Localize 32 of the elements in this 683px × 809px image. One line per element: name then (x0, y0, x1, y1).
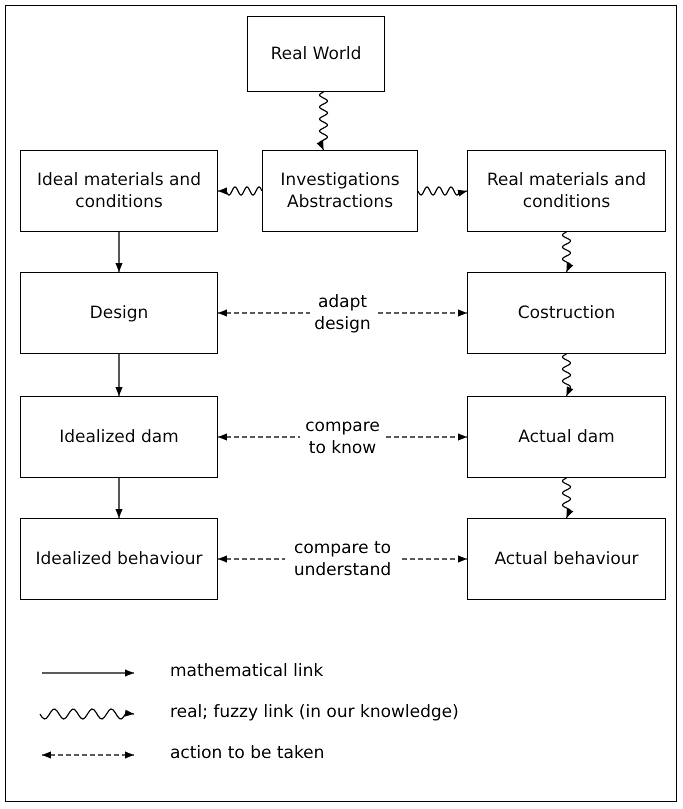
process-box (20, 150, 218, 232)
box-label: Idealized dam (58, 426, 180, 448)
process-box (247, 16, 385, 92)
legend-label: action to be taken (170, 743, 324, 763)
box-label: Investigations Abstractions (279, 168, 401, 214)
box-label: Actual behaviour (493, 548, 640, 570)
wavy-arrow (562, 477, 574, 518)
wavy-arrow (562, 353, 574, 396)
box-label: Idealized behaviour (34, 548, 204, 570)
process-box (467, 396, 666, 478)
process-box (20, 396, 218, 478)
process-box (467, 518, 666, 600)
legend-label: mathematical link (170, 661, 324, 681)
wavy-arrow (417, 186, 468, 197)
box-label: Ideal materials and conditions (36, 168, 202, 214)
box-label: Costruction (516, 302, 616, 324)
box-label: Real World (270, 42, 362, 66)
process-box (20, 518, 218, 600)
process-box (262, 150, 418, 232)
legend-label: real; fuzzy link (in our knowledge) (170, 702, 459, 722)
wavy-arrow (562, 231, 574, 272)
arrow (115, 478, 123, 518)
arrow (115, 232, 123, 272)
arrow (115, 354, 123, 396)
wavy-arrow (218, 186, 263, 196)
box-label: Real materials and conditions (486, 168, 648, 214)
wavy-arrow (316, 91, 328, 150)
box-label: Design (88, 302, 150, 324)
process-box (20, 272, 218, 354)
process-box (467, 272, 666, 354)
box-label: Actual dam (517, 426, 616, 448)
process-box (467, 150, 666, 232)
